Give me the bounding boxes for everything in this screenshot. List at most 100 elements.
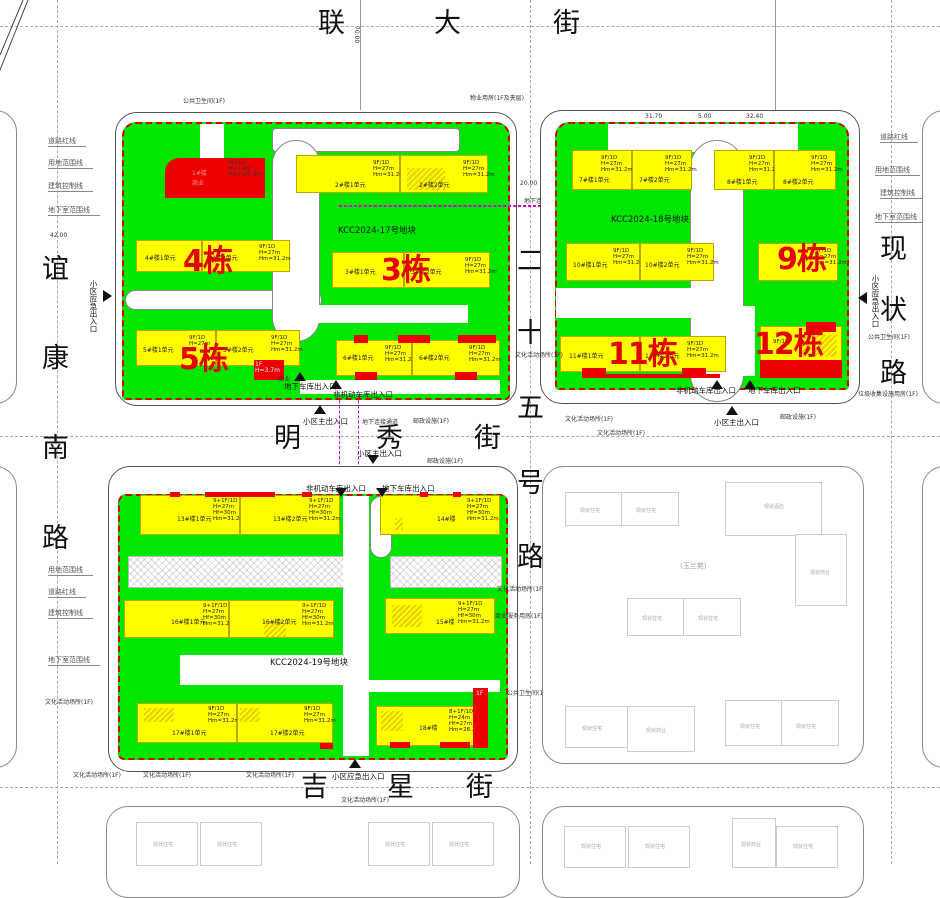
building-16-unit-1-info: 9+1F/1D H=27m Hf=30m Hm=31.2m	[203, 603, 235, 627]
building-2-unit-1[interactable]: 2#楼1单元 9F/1D H=27m Hm=31.2m	[296, 155, 405, 193]
main-gate-18[interactable]: 小区主出入口	[714, 418, 759, 427]
plot-18-lane-12	[735, 306, 755, 376]
north-road-centerline	[0, 26, 940, 27]
building-4-unit-2[interactable]: 4#楼2单元 9F/1D H=27m Hm=31.2m	[202, 240, 291, 272]
legend-basement-boundary-east: 地下室范围线	[875, 212, 927, 223]
building-5-shop[interactable]	[254, 360, 284, 380]
building-6-shop-2[interactable]	[398, 335, 430, 343]
building-6-unit-2[interactable]: 6#楼2单元 9F/1D H=27m Hm=31.2m	[412, 340, 501, 376]
building-17-unit-2-label: 17#楼2单元	[270, 730, 305, 737]
culture-label-5: 文化活动场所(1F)	[45, 699, 93, 706]
building-1-name: 1#楼	[192, 170, 207, 177]
building-17-unit-2[interactable]: 17#楼2单元 9F/1D H=27m Hm=31.2m	[237, 703, 336, 743]
building-6-shop-4[interactable]	[355, 372, 377, 380]
building-8-unit-1-info: 9F/1D H=27m Hm=31.2m	[749, 155, 781, 173]
building-7-unit-1[interactable]: 7#楼1单元 9F/1D H=27m Hm=31.2m	[572, 150, 633, 190]
bike-garage-19[interactable]: 非机动车库出入口	[306, 484, 366, 493]
legend-building-control-19: 建筑控制线	[48, 608, 93, 619]
garage-entrance-19[interactable]: 地下车库出入口	[382, 484, 435, 493]
building-2-unit-2[interactable]: 2#楼2单元 9F/1D H=27m Hm=31.2m	[400, 155, 495, 193]
plot-19-lane-west	[180, 655, 345, 685]
building-13-unit-1[interactable]: 13#楼1单元 9+1F/1D H=27m Hf=30m Hm=31.2m	[140, 495, 245, 535]
building-12-shop-bottom[interactable]	[760, 360, 842, 378]
building-7-unit-2[interactable]: 7#楼2单元 9F/1D H=27m Hm=31.2m	[632, 150, 697, 190]
building-18-shop-2[interactable]	[440, 742, 470, 748]
building-18-info: 8+1F/1D H=24m Hf=27m Hm=28.2m	[449, 709, 481, 733]
building-6-shop-1[interactable]	[354, 335, 368, 343]
neighbor-plot-east-bottom	[922, 466, 940, 768]
middle-road-centerline	[0, 436, 940, 437]
building-4-unit-1[interactable]: 4#楼1单元	[136, 240, 202, 272]
garage-entrance-18[interactable]: 地下车库出入口	[748, 386, 801, 395]
building-6-shop-3[interactable]	[458, 335, 496, 343]
building-16-unit-1[interactable]: 16#楼1单元 9+1F/1D H=27m Hf=30m Hm=31.2m	[124, 600, 235, 638]
building-14-shop-1[interactable]	[420, 492, 428, 497]
emergency-gate-west[interactable]: 小区应急出入口	[89, 280, 98, 333]
building-8-unit-2-info: 9F/1D H=27m Hm=31.2m	[811, 155, 843, 173]
building-13-unit-2[interactable]: 13#楼2单元 9+1F/1D H=27m Hf=30m Hm=31.2m	[240, 495, 341, 535]
building-14[interactable]: 14#楼 9+1F/1D H=27m Hf=30m Hm=31.2m	[380, 495, 500, 535]
building-8-unit-1[interactable]: 8#楼1单元 9F/1D H=27m Hm=31.2m	[714, 150, 781, 190]
garage-entrance-17[interactable]: 地下车库出入口	[284, 382, 337, 391]
building-13-shop-1[interactable]	[170, 492, 180, 497]
building-13-shop-3[interactable]	[302, 492, 312, 497]
building-15[interactable]: 15#楼 9+1F/1D H=27m Hf=30m Hm=31.2m	[385, 598, 495, 634]
main-gate-19[interactable]: 小区主出入口	[357, 449, 402, 458]
road-name-mingxiu-2: 秀	[376, 423, 403, 454]
building-11-unit-2[interactable]: 11#楼2单元 9F/1D H=27m Hm=31.2m	[640, 336, 726, 372]
underground-passage-line	[339, 205, 541, 207]
main-gate-17[interactable]: 小区主出入口	[303, 417, 348, 426]
building-5-unit-1[interactable]: 5#楼1单元 9F/1D H=27m	[136, 330, 216, 366]
building-9[interactable]: 9F/1D H=27m Hm=31.2m	[758, 243, 847, 281]
building-16-unit-2[interactable]: 16#楼2单元 9+1F/1D H=27m Hf=30m Hm=31.2m	[229, 600, 334, 638]
building-2-unit-1-info: 9F/1D H=27m Hm=31.2m	[373, 160, 405, 178]
building-11-shop-1[interactable]	[582, 368, 606, 378]
road-name-25-5: 路	[517, 542, 544, 573]
building-4-unit-2-info: 9F/1D H=27m Hm=31.2m	[259, 244, 291, 262]
mail-facility-18: 邮政设施(1F)	[780, 414, 816, 421]
building-1-use: 商业	[192, 180, 205, 187]
bike-garage-18[interactable]: 非机动车库出入口	[676, 386, 736, 395]
building-18-shop-1[interactable]	[390, 742, 410, 748]
legend-land-boundary: 用地范围线	[48, 158, 93, 169]
emergency-gate-east[interactable]: 小区应急出入口	[871, 275, 880, 328]
mail-facility-17: 邮政设施(1F)	[413, 418, 449, 425]
building-6-unit-2-label: 6#楼2单元	[419, 355, 450, 362]
building-12-shop-top[interactable]	[806, 322, 836, 332]
building-18-hatch	[381, 711, 403, 731]
legend-building-control: 建筑控制线	[48, 181, 93, 192]
building-11-shop-strip[interactable]	[600, 374, 720, 378]
building-11-shop-2[interactable]	[682, 368, 706, 378]
building-7-unit-1-info: 9F/1D H=27m Hm=31.2m	[601, 155, 633, 173]
culture-label-7: 文化活动场所(1F)	[143, 772, 191, 779]
building-17-shop[interactable]	[320, 743, 333, 749]
building-18-annex[interactable]	[473, 688, 488, 748]
existing-residential-2: 现状住宅	[621, 492, 679, 526]
building-6-shop-5[interactable]	[455, 372, 477, 380]
building-6-unit-1[interactable]: 6#楼1单元 9F/1D H=27m Hm=31.2m	[336, 340, 417, 376]
mail-facility-19: 邮政设施(1F)	[427, 458, 463, 465]
big-label-5: 5栋	[179, 342, 229, 377]
building-10-unit-2[interactable]: 10#楼2单元 9F/1D H=27m Hm=31.2m	[640, 243, 719, 281]
building-3-unit-1[interactable]: 3#楼1单元	[332, 252, 404, 288]
existing-residential-1: 现状住宅	[565, 492, 623, 526]
dimension-5-00: 5.00	[698, 113, 712, 120]
building-18[interactable]: 18#楼 8+1F/1D H=24m Hf=27m Hm=28.2m	[376, 706, 488, 746]
building-10-unit-1[interactable]: 10#楼1单元 9F/1D H=27m Hm=31.2m	[566, 243, 645, 281]
bike-garage-17[interactable]: 非机动车库出入口	[333, 390, 393, 399]
building-17-unit-1[interactable]: 17#楼1单元 9F/1D H=27m Hm=31.2m	[137, 703, 240, 743]
building-13-shop-2[interactable]	[205, 492, 275, 497]
building-1-commercial[interactable]	[165, 158, 265, 198]
building-3-unit-2[interactable]: 3#楼2单元 9F/1D H=27m Hm=31.2m	[404, 252, 497, 288]
building-14-label: 14#楼	[437, 516, 456, 523]
building-16-hatch	[264, 621, 286, 637]
building-8-unit-2[interactable]: 8#楼2单元 9F/1D H=27m Hm=31.2m	[774, 150, 843, 190]
dimension-line	[360, 0, 361, 110]
building-2-unit-2-label: 2#楼2单元	[419, 182, 450, 189]
dimension-20: 20.00	[520, 180, 538, 187]
building-14-shop-2[interactable]	[453, 492, 461, 497]
emergency-gate-19[interactable]: 小区应急出入口	[332, 772, 385, 781]
big-label-12: 12栋	[754, 327, 824, 362]
road-name-mingxiu-3: 街	[474, 423, 501, 454]
building-5-unit-1-info: 9F/1D H=27m	[189, 335, 211, 347]
